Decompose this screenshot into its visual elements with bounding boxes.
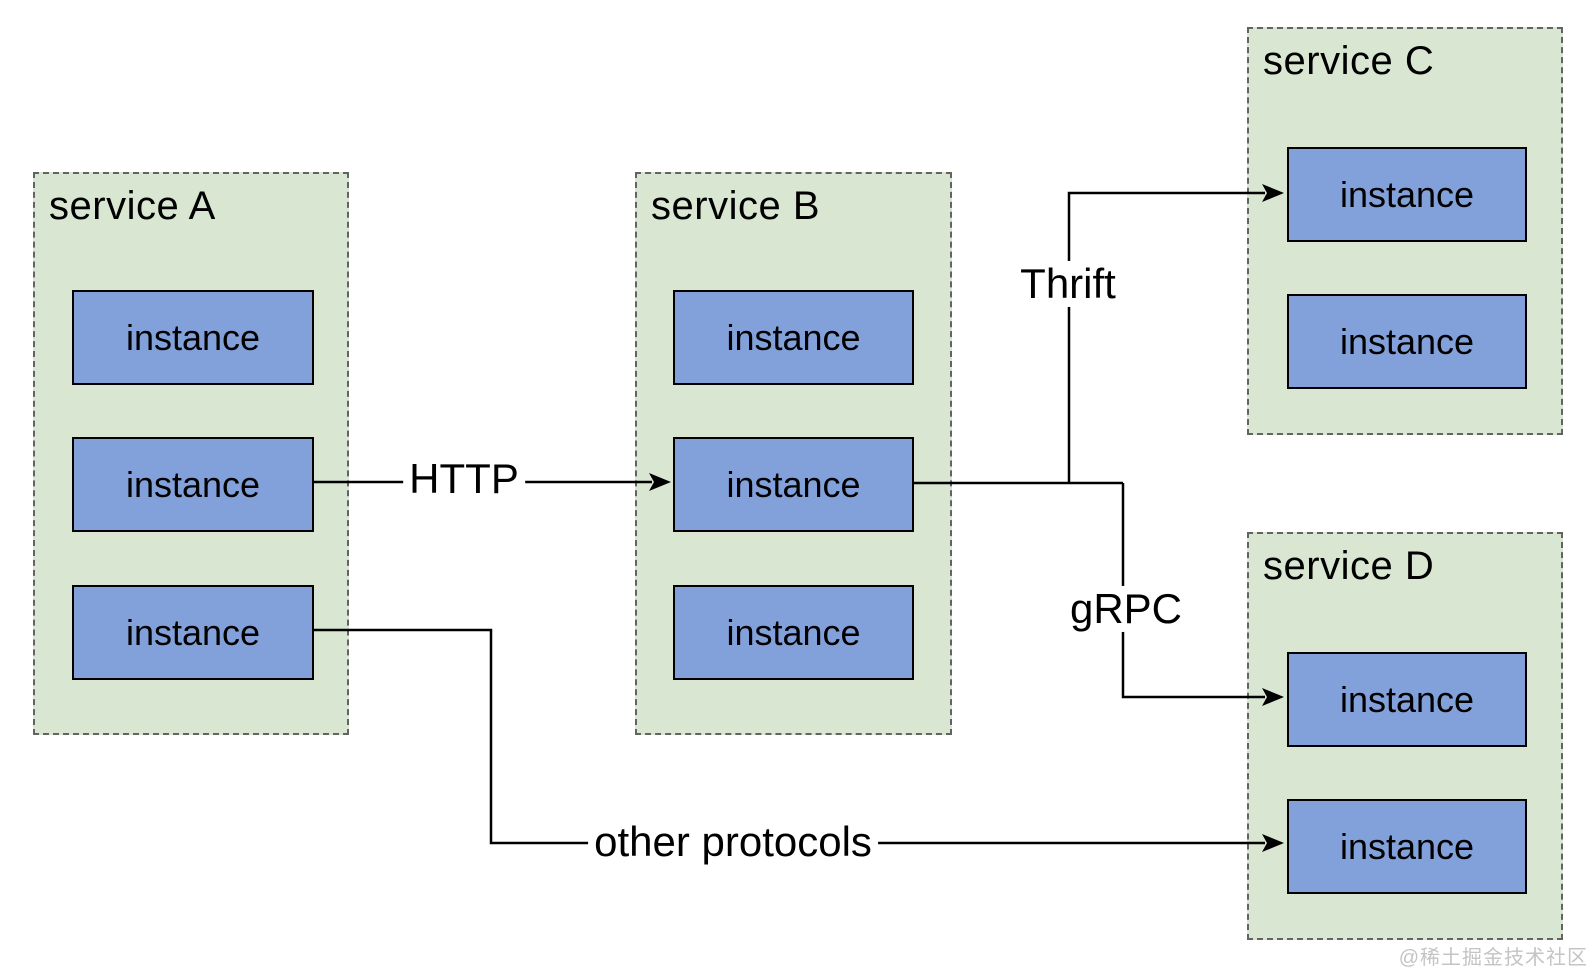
service-a-title: service A [49, 184, 216, 228]
instance-label: instance [125, 463, 261, 505]
edge-label-http: HTTP [403, 455, 525, 503]
edge-http-arrowhead-icon [649, 473, 671, 491]
edge-thrift-arrowhead-icon [1262, 184, 1284, 202]
instance-label: instance [1339, 320, 1475, 362]
service-c-instance-1: instance [1287, 147, 1527, 242]
service-b-instance-3: instance [673, 585, 914, 680]
service-c-group: service C instance instance [1247, 27, 1563, 435]
service-a-instance-2: instance [72, 437, 314, 532]
edge-thrift-line [1067, 191, 1265, 483]
service-b-group: service B instance instance instance [635, 172, 952, 735]
service-d-title: service D [1263, 544, 1435, 588]
instance-label: instance [726, 611, 861, 653]
instance-label: instance [125, 316, 261, 358]
service-b-instance-2: instance [673, 437, 914, 532]
edge-label-thrift: Thrift [1014, 260, 1122, 308]
service-a-instance-3: instance [72, 585, 314, 680]
edge-grpc-line [1121, 483, 1265, 699]
service-c-instance-2: instance [1287, 294, 1527, 389]
instance-label: instance [726, 316, 861, 358]
edge-label-other-protocols: other protocols [588, 818, 878, 866]
service-d-instance-2: instance [1287, 799, 1527, 894]
edge-other-line [312, 628, 1265, 845]
watermark: @稀土掘金技术社区 [1398, 947, 1588, 969]
instance-label: instance [726, 463, 861, 505]
service-b-instance-1: instance [673, 290, 914, 385]
service-a-group: service A instance instance instance [33, 172, 349, 735]
instance-label: instance [1339, 678, 1475, 720]
instance-label: instance [1339, 173, 1475, 215]
service-d-group: service D instance instance [1247, 532, 1563, 940]
instance-label: instance [125, 611, 261, 653]
edge-grpc-arrowhead-icon [1262, 688, 1284, 706]
service-a-instance-1: instance [72, 290, 314, 385]
service-b-title: service B [651, 184, 820, 228]
instance-label: instance [1339, 825, 1475, 867]
edge-label-grpc: gRPC [1063, 585, 1189, 633]
edge-other-arrowhead-icon [1262, 834, 1284, 852]
service-d-instance-1: instance [1287, 652, 1527, 747]
service-c-title: service C [1263, 39, 1435, 83]
